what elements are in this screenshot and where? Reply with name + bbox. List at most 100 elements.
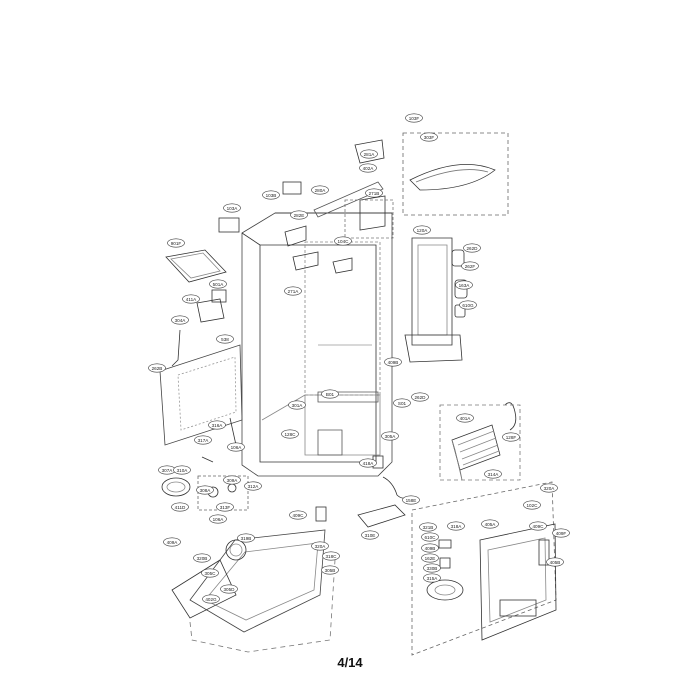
callout-409f: 409F xyxy=(552,528,570,538)
callout-label: 411D xyxy=(175,505,186,510)
callout-bubble xyxy=(405,113,423,123)
callout-bubble xyxy=(163,537,181,547)
callout-103a: 103A xyxy=(223,203,241,213)
callout-bubble xyxy=(523,500,541,510)
callout-bubble xyxy=(202,594,220,604)
callout-label: 401A xyxy=(460,416,472,421)
callout-label: 320A xyxy=(544,486,556,491)
callout-bubble xyxy=(540,483,558,493)
callout-bubble xyxy=(209,514,227,524)
callout-bubble xyxy=(194,435,212,445)
callout-label: 282E xyxy=(294,213,305,218)
callout-bubble xyxy=(393,398,411,408)
callout-bubble xyxy=(461,261,479,271)
callout-bubble xyxy=(173,465,191,475)
callout-418a: 418A xyxy=(359,458,377,468)
callout-262f: 262F xyxy=(461,261,479,271)
callout-label: 281A xyxy=(364,152,376,157)
callout-bubble xyxy=(321,565,339,575)
callout-bubble xyxy=(227,442,245,452)
callout-262d: 262D xyxy=(463,243,481,253)
callout-262d: 262D xyxy=(411,392,429,402)
callout-label: 411A xyxy=(186,297,197,302)
callout-label: 271A xyxy=(288,289,300,294)
callout-label: 307A xyxy=(162,468,174,473)
callout-320a: 320A xyxy=(540,483,558,493)
callout-label: 305A xyxy=(385,434,397,439)
callout-label: 409C xyxy=(533,524,545,529)
callout-316a: 316A xyxy=(208,420,226,430)
callout-bubble xyxy=(459,300,477,310)
callout-label: 308A xyxy=(200,488,212,493)
callout-bubble xyxy=(262,190,280,200)
callout-402g: 402G xyxy=(202,594,220,604)
callout-bubble xyxy=(289,510,307,520)
callout-label: S01 xyxy=(398,401,407,406)
page-number: 4/14 xyxy=(337,655,363,670)
callout-409c: 409C xyxy=(529,521,547,531)
callout-bubble xyxy=(421,543,439,553)
callout-label: 409B xyxy=(425,546,436,551)
callout-282e: 282E xyxy=(290,210,308,220)
callout-label: 271B xyxy=(369,191,380,196)
callout-label: 316A xyxy=(212,423,224,428)
machine-compartment-base xyxy=(171,529,336,653)
callout-bubble xyxy=(182,294,200,304)
callout-label: 405B xyxy=(550,560,561,565)
callout-304a: 304A xyxy=(171,315,189,325)
callout-315a: 315A xyxy=(423,573,441,583)
callout-bubble xyxy=(421,532,439,542)
callout-320b: 320B xyxy=(193,553,211,563)
callout-128f: 128F xyxy=(502,432,520,442)
callout-bubble xyxy=(529,521,547,531)
callout-bubble xyxy=(223,203,241,213)
callout-301a: 301A xyxy=(288,400,306,410)
callout-label: 103F xyxy=(409,116,420,121)
callout-label: 305C xyxy=(205,571,217,576)
callout-321b: 321B xyxy=(419,522,437,532)
callout-305a: 305A xyxy=(381,431,399,441)
callout-309a: 309A xyxy=(223,475,241,485)
callout-label: B01 xyxy=(326,392,335,397)
callout-bubble xyxy=(290,210,308,220)
callout-b01: B01 xyxy=(321,389,339,399)
callout-label: 409F xyxy=(556,531,567,536)
callout-bubble xyxy=(220,584,238,594)
callout-s01: S01 xyxy=(393,398,411,408)
ice-maker-door-assembly xyxy=(411,481,557,656)
callout-318c: 318C xyxy=(322,551,340,561)
callout-409b: 409B xyxy=(384,357,402,367)
callout-bubble xyxy=(402,495,420,505)
callout-bubble xyxy=(455,280,473,290)
callout-280a: 280A xyxy=(311,185,329,195)
callout-label: 319B xyxy=(241,536,252,541)
callout-314a: 314A xyxy=(484,469,502,479)
callout-411d: 411D xyxy=(171,502,189,512)
callout-538: 538 xyxy=(216,334,234,344)
dispenser-duct xyxy=(404,237,468,363)
callout-label: 262D xyxy=(467,246,479,251)
callout-label: 310E xyxy=(365,533,376,538)
callout-158e: 158E xyxy=(402,495,420,505)
callout-label: 301A xyxy=(292,403,304,408)
callout-bubble xyxy=(463,243,481,253)
callout-label: 312A xyxy=(248,484,260,489)
callout-bubble xyxy=(167,238,185,248)
callout-bubble xyxy=(360,149,378,159)
callout-610c: 610C xyxy=(421,532,439,542)
callout-bubble xyxy=(359,163,377,173)
callout-label: 314A xyxy=(488,472,500,477)
callout-label: 106A xyxy=(231,445,243,450)
callout-330b: 330B xyxy=(423,563,441,573)
callout-308a: 308A xyxy=(196,485,214,495)
callout-bubble xyxy=(420,132,438,142)
callout-bubble xyxy=(384,357,402,367)
left-top-parts xyxy=(159,181,302,446)
callout-label: 901F xyxy=(171,241,182,246)
callout-319b: 319B xyxy=(237,533,255,543)
callout-312a: 312A xyxy=(244,481,262,491)
callout-318a: 318A xyxy=(447,521,465,531)
callout-104c: 104C xyxy=(334,236,352,246)
callout-bubble xyxy=(365,188,383,198)
